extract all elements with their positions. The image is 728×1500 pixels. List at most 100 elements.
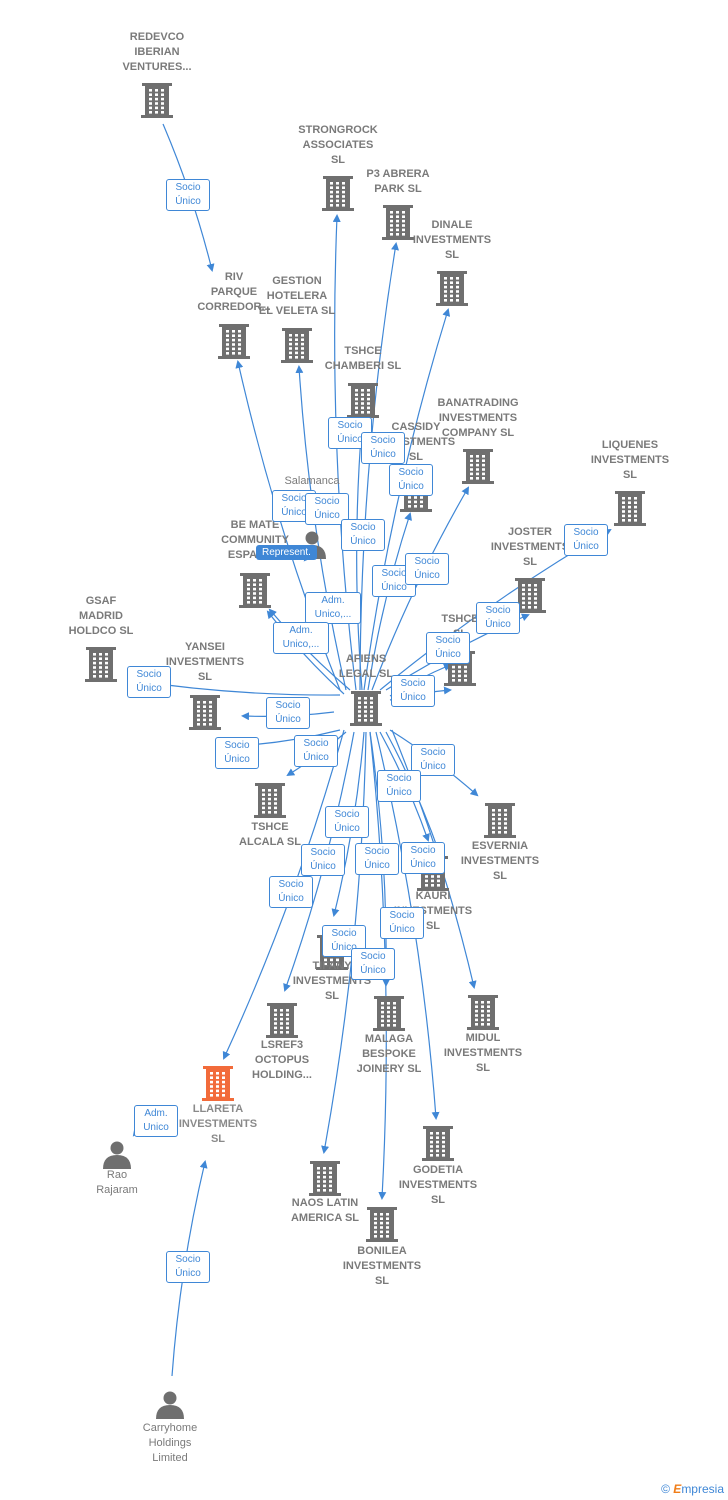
- building-icon: [467, 995, 499, 1030]
- edge-label-rao-llareta[interactable]: Adm.Unico: [134, 1105, 178, 1137]
- node-label-line: SL: [623, 469, 637, 481]
- edge-label-line: Unico: [143, 1122, 169, 1133]
- edge-label-line: Unico,...: [314, 609, 352, 620]
- edge-label-afiens-bemate[interactable]: Adm.Unico,...: [305, 592, 361, 624]
- node-label-line: BE MATE: [231, 519, 280, 531]
- edge-label-line: Socio: [386, 773, 412, 784]
- node-label-line: LLARETA: [193, 1103, 244, 1115]
- node-lsref3[interactable]: LSREF3OCTOPUSHOLDING...: [252, 1003, 312, 1081]
- node-liquenes[interactable]: LIQUENES INVESTMENTS SL: [591, 439, 669, 526]
- edge-label-line: Socio: [310, 847, 336, 858]
- brand-name: mpresia: [681, 1482, 724, 1496]
- building-icon: [422, 1126, 454, 1161]
- edge-label-line: Único: [370, 449, 396, 460]
- building-icon: [266, 1003, 298, 1038]
- node-label-line: SL: [331, 154, 345, 166]
- node-label-line: YANSEI: [185, 641, 225, 653]
- edge-label-line: Socio: [350, 522, 376, 533]
- node-label-line: INVESTMENTS: [343, 1260, 421, 1272]
- building-icon: [382, 205, 414, 240]
- edge-label-line: Único: [175, 1268, 201, 1279]
- edge-afiens-bemate: [266, 610, 345, 695]
- building-icon: [254, 783, 286, 818]
- node-label-line: LIQUENES: [602, 439, 658, 451]
- node-label-line: INVESTMENTS: [591, 454, 669, 466]
- person-icon: [156, 1391, 184, 1419]
- edge-label-salamanca-bemate[interactable]: Represent.: [256, 545, 317, 560]
- building-icon: [322, 176, 354, 211]
- edge-label-afiens-bemate[interactable]: Adm.Unico,...: [273, 622, 329, 654]
- edge-label-line: Represent.: [262, 547, 311, 558]
- edge-label-line: Único: [435, 649, 461, 660]
- edge-label-line: Único: [334, 823, 360, 834]
- node-label-line: BANATRADING: [437, 397, 518, 409]
- edge-label-line: Único: [389, 924, 415, 935]
- edge-afiens-gestion: [295, 365, 347, 691]
- edge-label-line: Adm.: [289, 625, 313, 636]
- node-label-line: INVESTMENTS: [444, 1047, 522, 1059]
- node-redevco[interactable]: REDEVCOIBERIANVENTURES...: [122, 31, 192, 118]
- edge-label-line: Socio: [314, 496, 340, 507]
- edge-label-line: Único: [410, 859, 436, 870]
- node-bemate[interactable]: BE MATECOMMUNITYESPANA...: [221, 519, 290, 608]
- node-label-line: P3 ABRERA: [366, 168, 429, 180]
- node-label-line: SL: [476, 1062, 490, 1074]
- building-icon: [202, 1066, 234, 1101]
- building-icon: [614, 491, 646, 526]
- edge-afiens-dinale: [363, 308, 451, 691]
- edge-label-line: Socio: [400, 678, 426, 689]
- node-label-line: SL: [198, 671, 212, 683]
- node-label-line: TSHCE: [251, 821, 288, 833]
- node-label-line: INVESTMENTS: [413, 234, 491, 246]
- node-label-line: TSHCE: [441, 613, 478, 625]
- node-label-line: SL: [325, 990, 339, 1002]
- edge-label-line: Socio: [573, 527, 599, 538]
- node-riv[interactable]: RIVPARQUECORREDOR...: [197, 271, 271, 359]
- node-label-line: GSAF: [86, 595, 117, 607]
- edge-label-line: Único: [175, 196, 201, 207]
